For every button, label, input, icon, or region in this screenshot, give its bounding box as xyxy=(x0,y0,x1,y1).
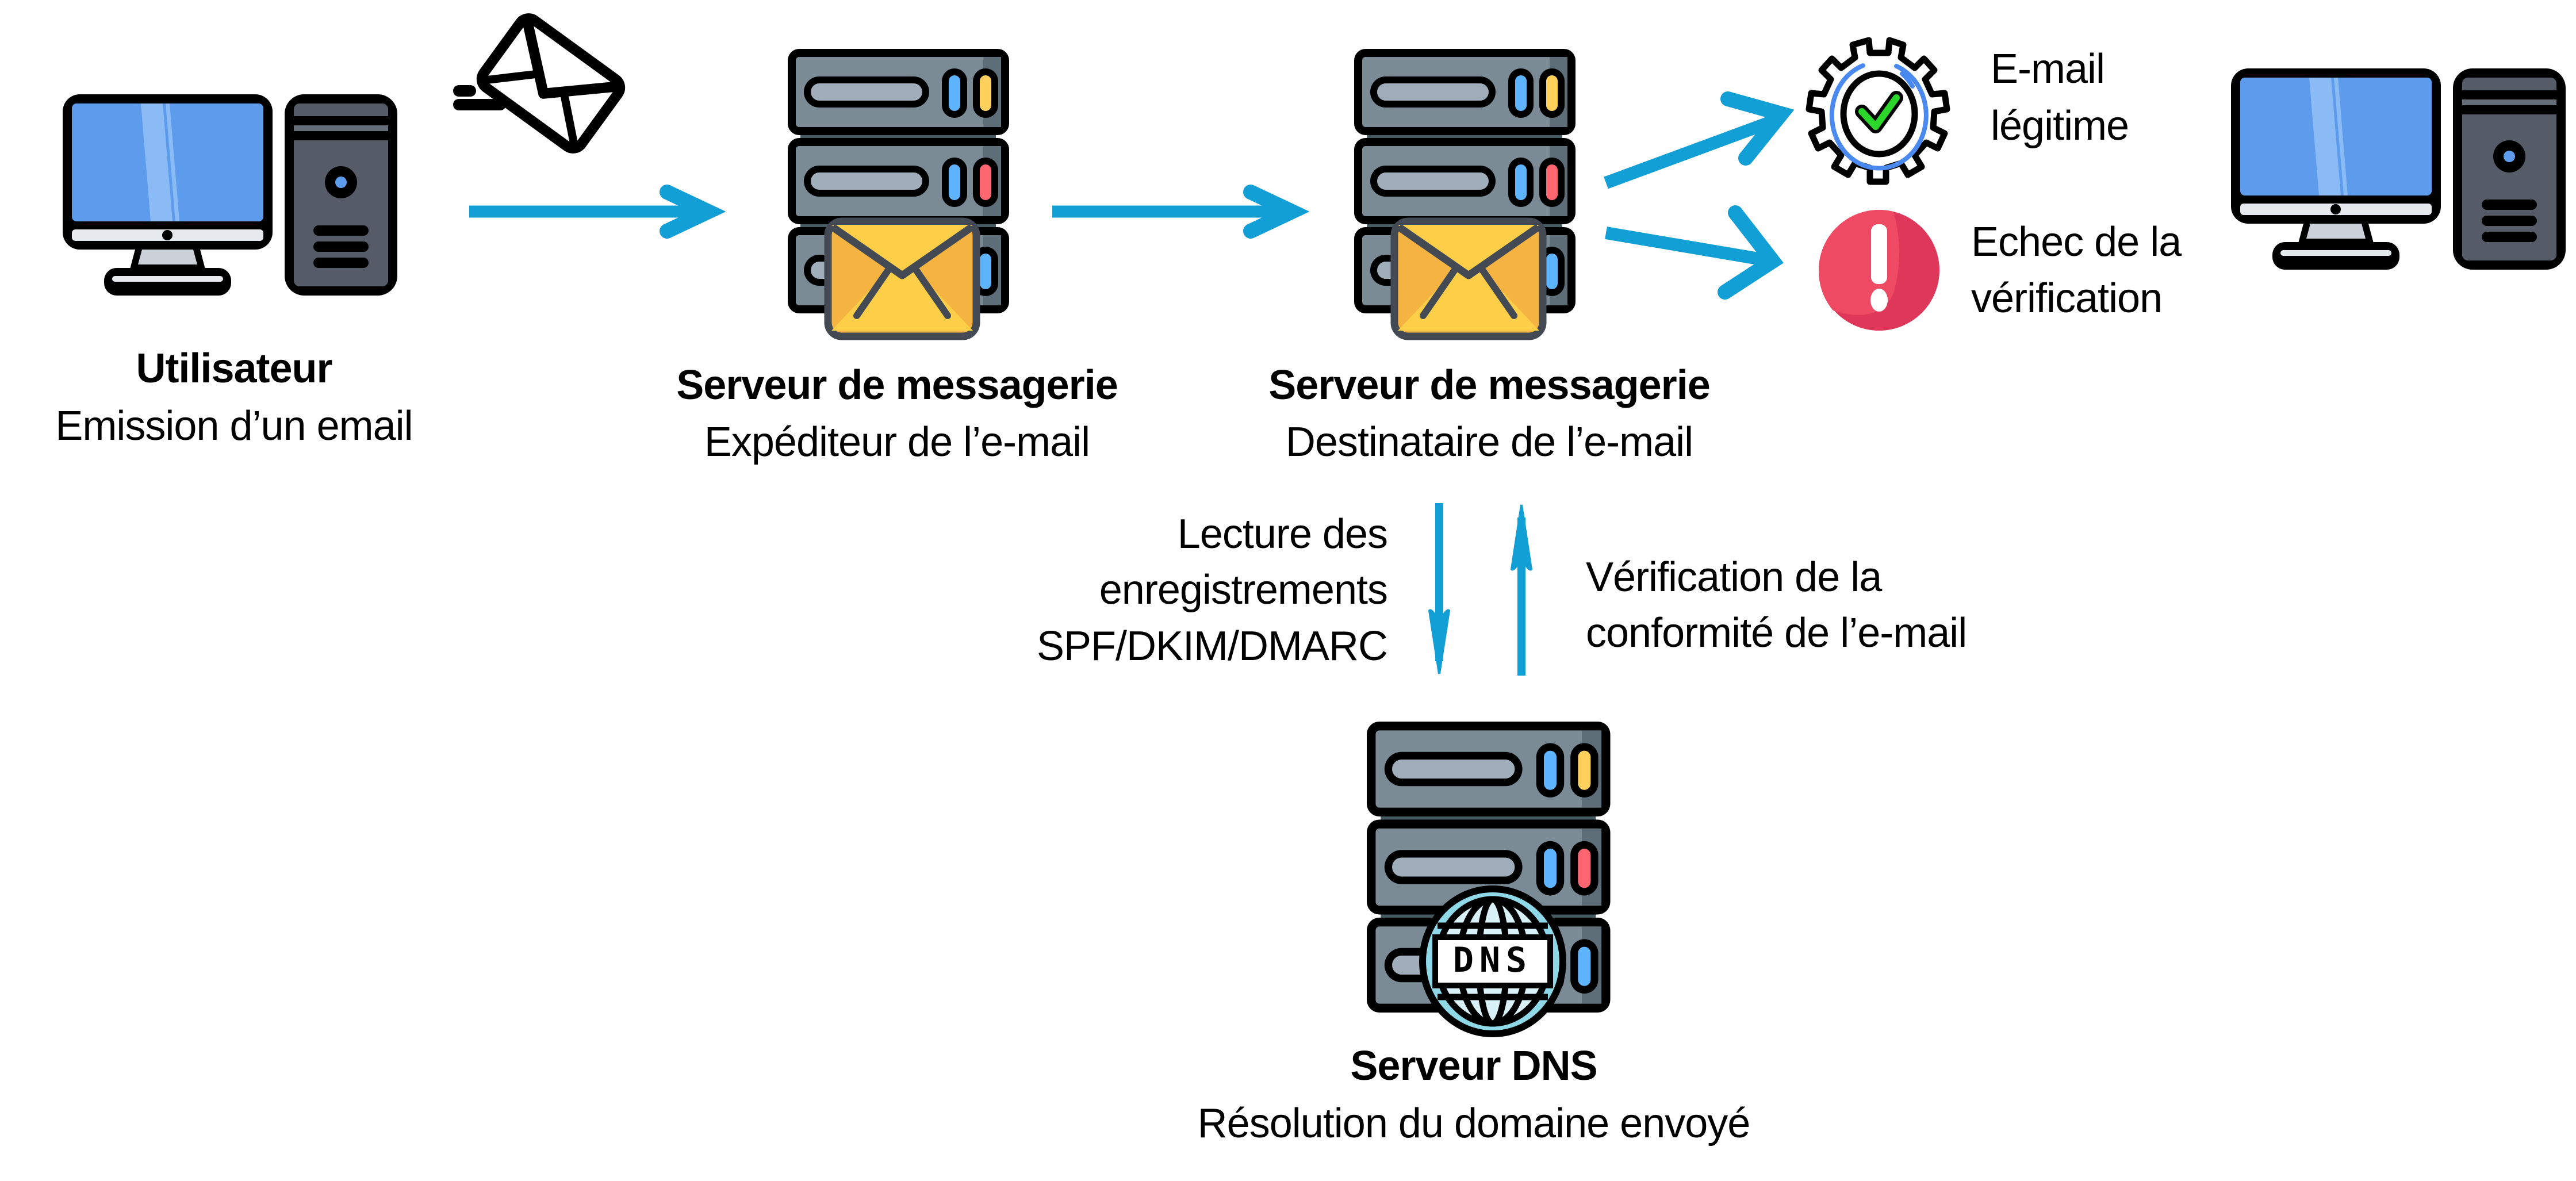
recipient-server-title: Serveur de messagerie xyxy=(1268,362,1710,408)
failure-label-line1: Echec de la xyxy=(1971,219,2182,265)
user-subtitle: Emission d’un email xyxy=(55,403,413,449)
verify-line2: conformité de l’e-mail xyxy=(1586,610,1967,656)
legit-label-line2: légitime xyxy=(1991,103,2129,149)
recipient-server-subtitle: Destinataire de l’e-mail xyxy=(1285,419,1693,465)
legit-label-line1: E-mail xyxy=(1991,46,2105,92)
arrow-to-failure xyxy=(1605,205,1784,300)
arrow-sender-to-recipient xyxy=(1052,185,1310,239)
dns-server-title: Serveur DNS xyxy=(1350,1043,1597,1089)
envelope-icon xyxy=(1390,217,1547,340)
user-title: Utilisateur xyxy=(136,346,332,392)
dns-badge-label: DNS xyxy=(1452,940,1533,980)
arrow-user-to-sender xyxy=(469,185,726,239)
flying-envelope-icon xyxy=(453,13,626,154)
envelope-icon xyxy=(824,217,980,340)
sender-server-subtitle: Expéditeur de l’e-mail xyxy=(704,419,1090,465)
arrow-to-legit xyxy=(1604,91,1795,189)
read-records-line1: Lecture des xyxy=(1177,511,1388,557)
gear-check-icon xyxy=(1805,37,1950,185)
recipient-computer-icon xyxy=(2231,68,2566,270)
dns-globe-icon xyxy=(1419,885,1566,1037)
read-records-line3: SPF/DKIM/DMARC xyxy=(1036,623,1388,669)
failure-label-line2: vérification xyxy=(1971,275,2163,321)
alert-icon xyxy=(1818,209,1939,331)
arrow-down-to-dns xyxy=(1428,503,1451,674)
arrow-up-from-dns xyxy=(1510,504,1533,676)
user-computer-icon xyxy=(63,94,397,296)
dns-server-subtitle: Résolution du domaine envoyé xyxy=(1197,1101,1751,1147)
read-records-line2: enregistrements xyxy=(1099,567,1388,613)
verify-line1: Vérification de la xyxy=(1586,554,1882,600)
sender-server-title: Serveur de messagerie xyxy=(676,362,1118,408)
sender-mail-server-icon xyxy=(788,49,1009,340)
recipient-mail-server-icon xyxy=(1354,49,1575,340)
